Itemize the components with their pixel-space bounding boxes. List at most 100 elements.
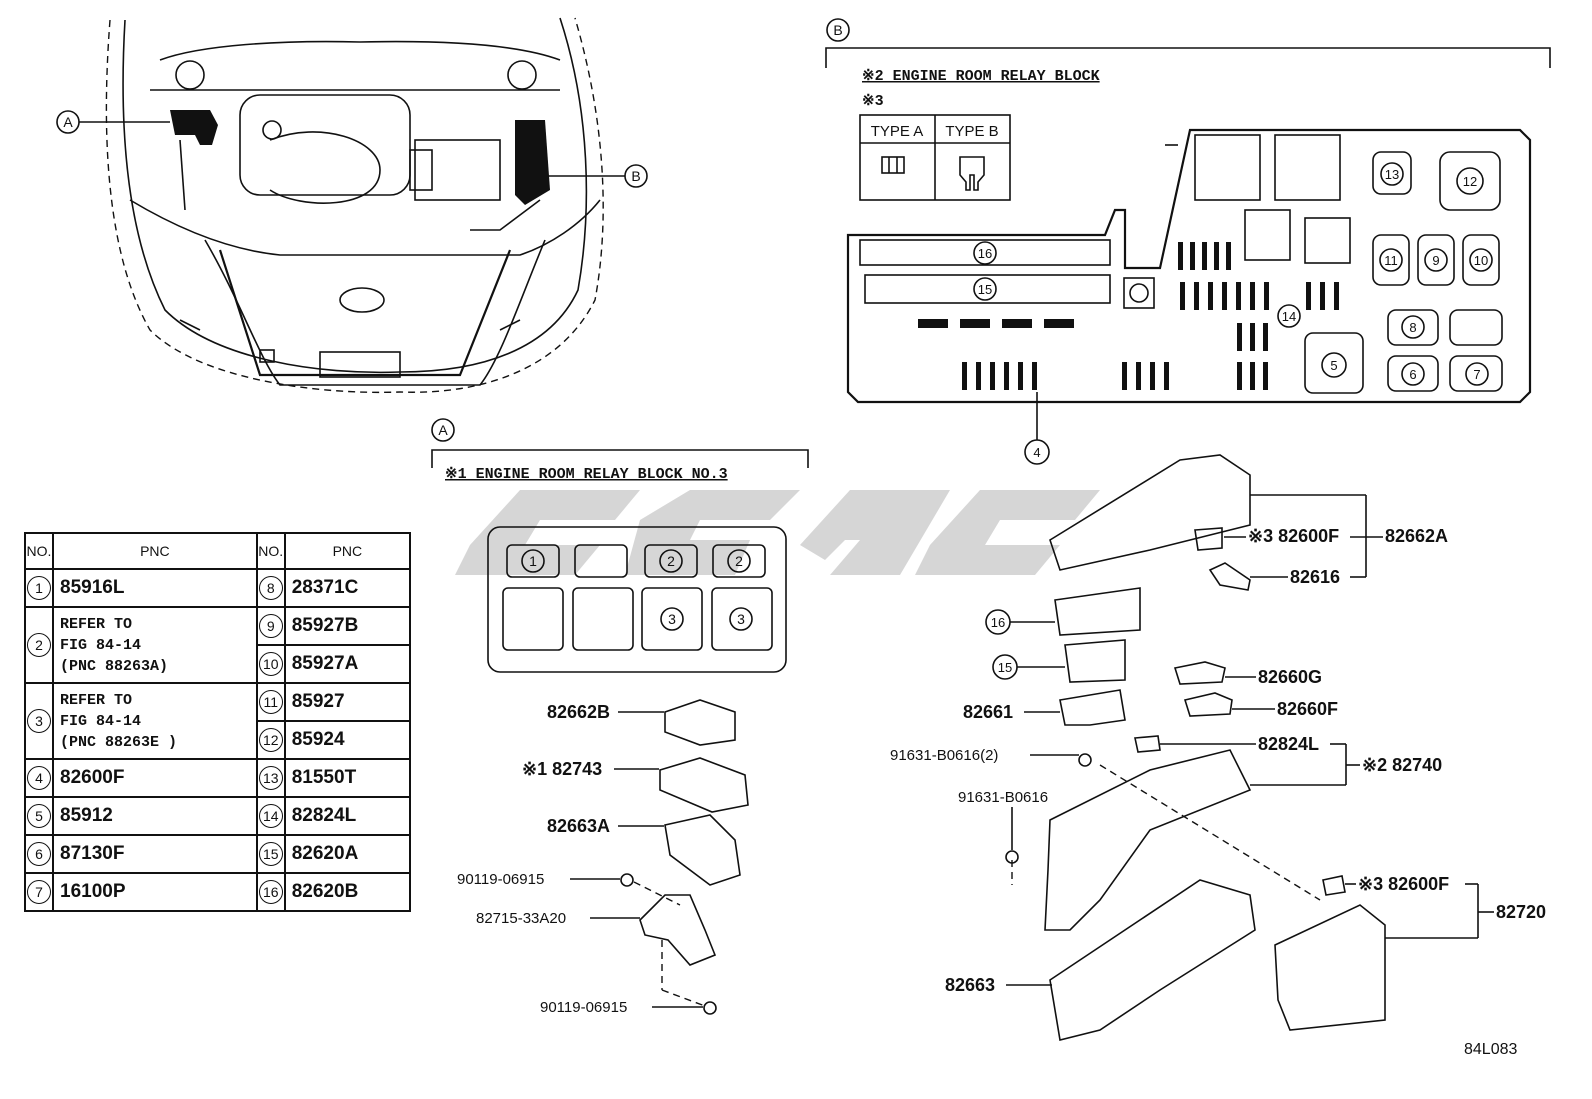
row-pnc: 16100P [52,872,258,912]
row-pnc: 85927B [283,606,412,646]
part-82662b: 82662B [547,702,610,722]
slot-8: 8 [1401,315,1425,339]
slot-4: 4 [1024,439,1050,465]
row-no: 16 [258,880,283,904]
section-a: A ※1 ENGINE ROOM RELAY BLOCK NO.3 1 2 2 … [431,418,809,1016]
svg-text:5: 5 [1330,358,1337,373]
header-no-right: NO. [255,532,286,570]
row-no: 13 [258,766,283,790]
slot-13: 13 [1380,162,1404,186]
svg-text:2: 2 [735,553,743,569]
row-pnc: 85924 [283,720,412,760]
row-no: 7 [27,880,51,904]
row-no: 12 [258,728,283,752]
row-pnc: 81550T [283,758,412,798]
svg-text:A: A [63,114,73,130]
svg-text:10: 10 [1474,253,1488,268]
slot-7: 7 [1465,362,1489,386]
slot-5: 5 [1321,352,1347,378]
svg-text:8: 8 [1409,320,1416,335]
note-3: ※3 [862,93,884,110]
row-pnc: REFER TO FIG 84-14 (PNC 88263A) [52,606,258,684]
slot-label-3a: 3 [660,607,684,631]
slot-10: 10 [1469,248,1493,272]
slot-16-exploded: 16 [985,609,1011,635]
part-82743: ※1 82743 [522,759,602,779]
slot-9: 9 [1424,248,1448,272]
row-pnc: 82824L [283,796,412,836]
svg-text:14: 14 [1282,309,1296,324]
slot-6: 6 [1401,362,1425,386]
part-82740: ※2 82740 [1362,755,1442,775]
row-pnc: 28371C [283,568,412,608]
part-82824l: 82824L [1258,734,1319,754]
svg-text:3: 3 [737,611,745,627]
slot-14: 14 [1277,304,1301,328]
callout-a-marker: A [56,110,170,134]
part-91631-b0616: 91631-B0616 [958,789,1048,806]
section-b-title: ※2 ENGINE ROOM RELAY BLOCK [862,68,1100,85]
header-no-left: NO. [24,532,54,570]
svg-text:A: A [438,422,448,438]
slot-11: 11 [1379,248,1403,272]
svg-text:1: 1 [529,553,537,569]
svg-text:9: 9 [1432,253,1439,268]
row-no: 1 [27,576,51,600]
row-no: 5 [27,804,51,828]
svg-text:7: 7 [1473,367,1480,382]
row-pnc: 87130F [52,834,258,874]
section-b: B ※2 ENGINE ROOM RELAY BLOCK ※3 TYPE A T… [825,18,1551,1041]
slot-12: 12 [1456,167,1484,195]
part-82663: 82663 [945,975,995,995]
part-82720: 82720 [1496,902,1546,922]
part-82661: 82661 [963,702,1013,722]
row-pnc: 85927 [283,682,412,722]
svg-text:13: 13 [1385,167,1399,182]
part-91631-b0616-2: 91631-B0616(2) [890,747,998,764]
svg-text:12: 12 [1463,174,1477,189]
slot-15: 15 [973,277,997,301]
row-pnc: 85912 [52,796,258,836]
row-no: 10 [258,652,283,676]
row-pnc: 85916L [52,568,258,608]
callout-b-marker: B [548,164,648,188]
svg-text:3: 3 [668,611,676,627]
slot-16: 16 [973,241,997,265]
part-82663a: 82663A [547,816,610,836]
header-pnc-right: PNC [283,532,412,570]
svg-text:15: 15 [978,282,992,297]
slot-label-1: 1 [521,549,545,573]
figure-code: 84L083 [1464,1041,1518,1058]
row-no: 4 [27,766,51,790]
type-a-label: TYPE A [871,123,924,140]
part-82616: 82616 [1290,567,1340,587]
part-82600f-top: ※3 82600F [1248,526,1339,546]
part-82600f-bottom: ※3 82600F [1358,874,1449,894]
part-90119-06915-upper: 90119-06915 [457,871,544,888]
type-b-label: TYPE B [945,123,998,140]
svg-text:2: 2 [667,553,675,569]
svg-text:16: 16 [991,615,1005,630]
row-no: 11 [258,690,283,714]
row-no: 14 [258,804,283,828]
svg-text:16: 16 [978,246,992,261]
row-pnc: 82620A [283,834,412,874]
part-82662a: 82662A [1385,526,1448,546]
slot-15-exploded: 15 [992,654,1018,680]
slot-label-3b: 3 [729,607,753,631]
row-pnc: 82620B [283,872,412,912]
header-pnc-left: PNC [52,532,258,570]
part-90119-06915-lower: 90119-06915 [540,999,627,1016]
part-82715-33a20: 82715-33A20 [476,910,566,927]
svg-text:4: 4 [1033,445,1040,460]
vehicle-engine-bay [105,17,604,394]
section-a-title: ※1 ENGINE ROOM RELAY BLOCK NO.3 [445,466,728,483]
svg-text:11: 11 [1384,253,1398,268]
svg-text:6: 6 [1409,367,1416,382]
row-no: 9 [258,614,283,638]
svg-text:B: B [833,22,842,38]
row-no: 15 [258,842,283,866]
part-82660f: 82660F [1277,699,1338,719]
part-82660g: 82660G [1258,667,1322,687]
row-no: 6 [27,842,51,866]
